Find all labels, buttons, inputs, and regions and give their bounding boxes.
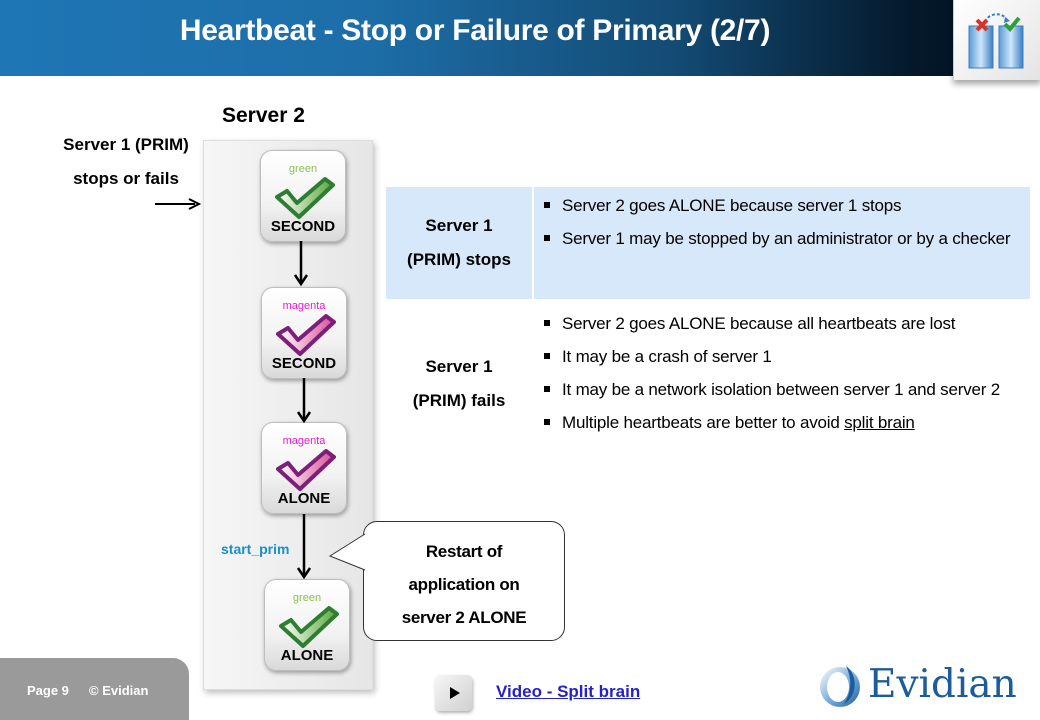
callout-line1: Restart of [425, 542, 503, 561]
callout-line2: application on [408, 575, 520, 594]
play-icon [450, 687, 460, 699]
transition-arrow-down-icon [293, 241, 309, 287]
state-color-label: magenta [282, 300, 326, 312]
state-name: SECOND [270, 218, 336, 235]
state-color-label: magenta [282, 435, 326, 447]
bullet-text: Server 2 goes ALONE because server 1 sto… [562, 196, 902, 215]
evidian-brand-text: Evidian [868, 662, 1017, 707]
transition-label-start-prim: start_prim [221, 541, 290, 557]
bullet-item: Server 2 goes ALONE because all heartbea… [544, 307, 1030, 340]
evidian-logo-icon [820, 666, 860, 707]
transition-arrow-down-icon [296, 378, 312, 424]
server2-title: Server 2 [222, 104, 305, 127]
bullet-text: Server 1 may be stopped by an administra… [562, 229, 1011, 248]
state-box-alone-green: green ALONE [264, 579, 350, 671]
bullet-item: It may be a network isolation between se… [544, 373, 1030, 406]
arrow-right-icon [155, 198, 202, 210]
magenta-check-icon [276, 314, 336, 356]
state-color-label: green [288, 163, 318, 175]
input-label-line1: Server 1 (PRIM) [63, 135, 189, 154]
green-check-icon [279, 606, 339, 648]
state-name: SECOND [271, 355, 337, 372]
play-video-button[interactable] [435, 675, 472, 711]
case-line1: Server 1 [425, 216, 493, 235]
magenta-check-icon [276, 449, 336, 491]
case-line2: (PRIM) fails [412, 391, 506, 410]
state-box-alone-magenta: magenta ALONE [261, 422, 347, 514]
bullet-text: Server 2 goes ALONE because all heartbea… [562, 314, 956, 333]
bullet-item: Server 2 goes ALONE because server 1 sto… [544, 189, 1030, 222]
table-row: Server 1 (PRIM) stops Server 2 goes ALON… [386, 187, 1030, 299]
split-brain-link[interactable]: split brain [844, 413, 915, 432]
page-number: Page 9 [27, 683, 69, 698]
callout-bubble: Restart of application on server 2 ALONE [363, 521, 565, 641]
server-failover-icon [968, 13, 1024, 69]
transition-arrow-down-icon [296, 514, 312, 580]
footer-page-box: Page 9 © Evidian [0, 658, 189, 720]
case-cell: Server 1 (PRIM) stops [386, 187, 534, 299]
bullet-text: It may be a network isolation between se… [562, 380, 1000, 399]
state-box-second-magenta: magenta SECOND [261, 287, 347, 379]
header-logo [953, 0, 1040, 80]
state-name: ALONE [280, 647, 334, 664]
callout-line3: server 2 ALONE [401, 608, 527, 627]
slide-title: Heartbeat - Stop or Failure of Primary (… [179, 14, 771, 47]
case-line1: Server 1 [425, 357, 493, 376]
input-event-label: Server 1 (PRIM) stops or fails [46, 128, 206, 196]
state-name: ALONE [277, 490, 331, 507]
table-row: Server 1 (PRIM) fails Server 2 goes ALON… [386, 299, 1030, 469]
state-color-label: green [292, 592, 322, 604]
case-cell: Server 1 (PRIM) fails [386, 299, 534, 469]
details-cell: Server 2 goes ALONE because server 1 sto… [534, 187, 1030, 299]
bullet-item: Multiple heartbeats are better to avoid … [544, 406, 1030, 439]
bullet-item: Server 1 may be stopped by an administra… [544, 222, 1030, 255]
video-split-brain-link[interactable]: Video - Split brain [496, 682, 641, 701]
input-label-line2: stops or fails [73, 169, 179, 188]
green-check-icon [275, 177, 335, 219]
bullet-item: It may be a crash of server 1 [544, 340, 1030, 373]
callout-text: Restart of application on server 2 ALONE [364, 535, 564, 634]
case-line2: (PRIM) stops [407, 250, 511, 269]
state-box-second-green: green SECOND [260, 150, 346, 242]
details-cell: Server 2 goes ALONE because all heartbea… [534, 299, 1030, 469]
copyright: © Evidian [89, 683, 149, 698]
callout-tail-icon [328, 533, 366, 571]
slide-header: Heartbeat - Stop or Failure of Primary (… [0, 0, 1040, 76]
scenario-table: Server 1 (PRIM) stops Server 2 goes ALON… [386, 187, 1030, 469]
bullet-text: It may be a crash of server 1 [562, 347, 772, 366]
bullet-text: Multiple heartbeats are better to avoid [562, 413, 845, 432]
